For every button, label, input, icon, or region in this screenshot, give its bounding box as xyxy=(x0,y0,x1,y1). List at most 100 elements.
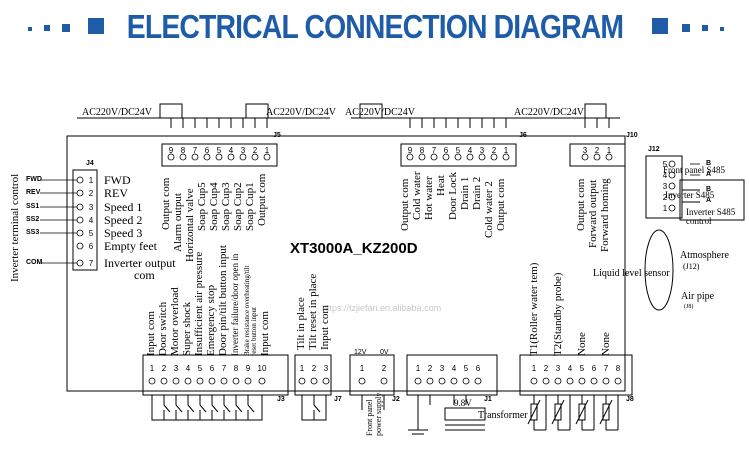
j4-side-label: Inverter terminal control xyxy=(9,173,21,282)
j12-num: 2 xyxy=(662,193,668,202)
header-square-1 xyxy=(28,27,32,31)
j6-num: 5 xyxy=(455,146,461,155)
header-square-8 xyxy=(720,27,724,31)
air-pipe-label: Air pipe xyxy=(681,291,715,302)
j4-left-label: SS2 xyxy=(26,216,40,223)
j7-label: Tilt in place xyxy=(295,297,307,350)
j4-left-label: FWD xyxy=(26,176,42,183)
j10-num: 2 xyxy=(594,146,600,155)
j6-num: 7 xyxy=(431,146,437,155)
supply-label-3: AC220V/DC24V xyxy=(345,107,416,118)
j4-left-label: REV xyxy=(26,189,41,196)
j4-right-label: Speed 3 xyxy=(104,226,143,240)
j4-right-label: Speed 1 xyxy=(104,200,143,214)
j6-label: Output com xyxy=(399,178,411,231)
j3-label: Insufficient air pressure xyxy=(193,251,205,356)
j4-num: 7 xyxy=(88,259,94,268)
j3-label: Super shock xyxy=(181,301,193,356)
j8-num: 5 xyxy=(579,364,585,373)
j7-box xyxy=(294,354,332,396)
header-square-6 xyxy=(682,24,690,32)
j3-label: Input com xyxy=(259,311,271,356)
header-square-4 xyxy=(88,18,104,34)
j8-probes xyxy=(527,395,619,431)
j8-label: T2(Standby probe) xyxy=(552,272,564,356)
connector-j4: J4 xyxy=(86,160,94,167)
j1-num: 5 xyxy=(463,364,469,373)
j1-num: 6 xyxy=(475,364,481,373)
j12-inverter-label: Inverter S485 xyxy=(665,190,715,200)
connector-j8: J8 xyxy=(626,396,634,403)
j3-label: Inverter failure/door open in xyxy=(230,253,240,356)
j1-voltage-label: 9.8V xyxy=(454,398,472,408)
connector-j1: J1 xyxy=(484,396,492,403)
j5-num: 5 xyxy=(216,146,222,155)
level-sensor-shape xyxy=(644,229,674,311)
board-outline xyxy=(66,135,626,392)
j6-num: 3 xyxy=(479,146,485,155)
j8-label: None xyxy=(576,332,588,356)
j8-num: 2 xyxy=(543,364,549,373)
j3-switch-wires xyxy=(151,395,263,421)
j6-label: Output com xyxy=(495,178,507,231)
j4-left-label: SS1 xyxy=(26,203,40,210)
j8-label: T1(Roller water tem) xyxy=(528,262,540,356)
j2-num: 1 xyxy=(359,364,365,373)
connector-j5: J5 xyxy=(273,132,281,139)
j4-right-label: Speed 2 xyxy=(104,213,143,227)
j6-label: Hot water xyxy=(423,176,435,220)
j3-label: Door pin/tilt button input xyxy=(217,245,229,356)
header-square-3 xyxy=(62,24,70,32)
inverter-control-label-1: Inverter S485 xyxy=(686,207,736,217)
j5-label: Soap Cup1 xyxy=(244,182,256,231)
header: ELECTRICAL CONNECTION DIAGRAM xyxy=(0,0,750,58)
j3-label: Motor overload xyxy=(169,287,181,356)
j4-left-label: COM xyxy=(26,259,43,266)
j2-box xyxy=(349,354,395,396)
j4-right-label: Inverter output xyxy=(104,256,176,270)
supply-label-4: AC220V/DC24V xyxy=(514,107,585,118)
j6-fuses xyxy=(409,118,507,128)
j8-label: None xyxy=(600,332,612,356)
transformer-shape xyxy=(444,407,486,421)
j5-num: 1 xyxy=(264,146,270,155)
j6-num: 9 xyxy=(407,146,413,155)
j1-num: 4 xyxy=(451,364,457,373)
connector-j6: J6 xyxy=(519,132,527,139)
j4-num: 5 xyxy=(88,229,94,238)
j4-num: 2 xyxy=(88,189,94,198)
watermark: https://tzjiefan.en.alibaba.com xyxy=(322,303,442,313)
j2-label: power supply xyxy=(374,392,383,436)
j5-label: Output com xyxy=(160,177,172,230)
header-square-7 xyxy=(702,25,708,31)
j3-num: 10 xyxy=(257,364,267,373)
j4-num: 3 xyxy=(88,203,94,212)
j10-label: Forward homing xyxy=(599,178,611,252)
j12-num: 5 xyxy=(662,160,668,169)
j12-pin: B xyxy=(706,186,712,193)
j6-num: 2 xyxy=(491,146,497,155)
inverter-control-box xyxy=(679,179,745,221)
j5-num: 3 xyxy=(240,146,246,155)
j6-label: Heat xyxy=(435,175,447,196)
j6-label: Drain 2 xyxy=(471,176,483,210)
j12-pin: B xyxy=(706,160,712,167)
j6-label: Door Lock xyxy=(447,172,459,220)
j5-label: Soap Cup2 xyxy=(232,182,244,231)
connector-j2: J2 xyxy=(392,396,400,403)
j12-front-panel-label: Front panel S485 xyxy=(663,165,725,175)
j4-right-label: REV xyxy=(104,186,128,200)
j3-num: 9 xyxy=(245,364,251,373)
j2-top-label: 0V xyxy=(380,349,389,356)
j10-label: Output com xyxy=(575,178,587,231)
j12-num: 4 xyxy=(662,171,668,180)
j6-label: Cold water xyxy=(411,171,423,220)
j5-fuses xyxy=(170,118,268,128)
atmosphere-j-label: (J12) xyxy=(683,262,700,271)
header-square-2 xyxy=(44,25,50,31)
j12-pin: A xyxy=(706,197,712,204)
j3-small-label: reset button input xyxy=(250,307,258,356)
j6-num: 1 xyxy=(503,146,509,155)
j5-box xyxy=(161,143,278,167)
